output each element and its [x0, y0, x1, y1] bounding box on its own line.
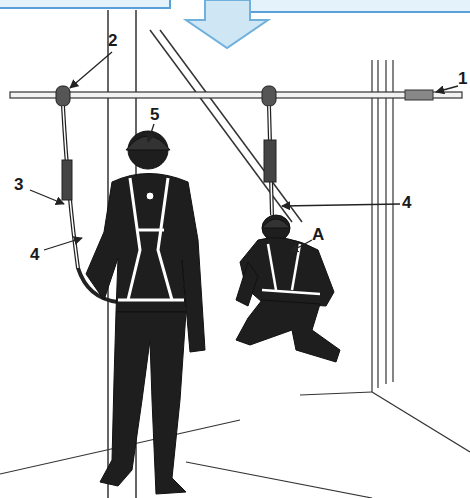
callout-number: 1	[458, 70, 467, 87]
leader-lines	[30, 52, 458, 252]
callout-number: A	[312, 226, 324, 243]
callout-number: 3	[14, 176, 23, 193]
banner	[0, 0, 470, 48]
callout-number: 4	[30, 246, 39, 263]
structure	[0, 10, 470, 498]
standing-worker	[86, 131, 205, 494]
callout-number: 2	[108, 32, 117, 49]
lifeline-rail	[10, 86, 462, 106]
crouching-worker	[236, 215, 340, 362]
callout-number: 5	[150, 106, 159, 123]
callout-number: 4	[402, 194, 411, 211]
